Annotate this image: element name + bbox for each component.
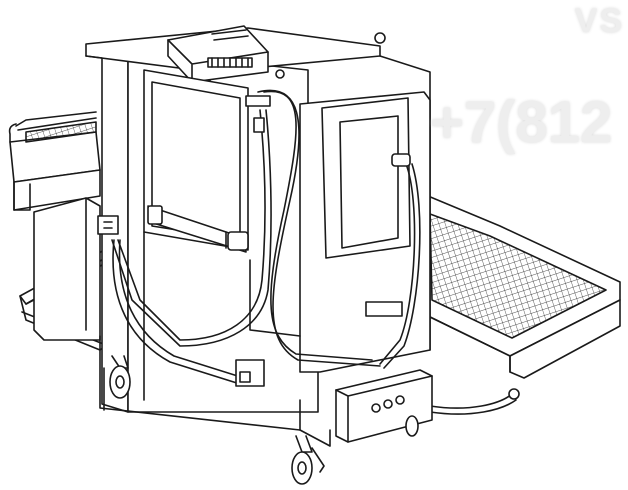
watermark-text-top: VS: [574, 2, 624, 40]
caster-wheels: [109, 355, 419, 485]
right-conveyor-table: [427, 195, 621, 379]
front-door: [143, 69, 403, 401]
control-panel: [167, 25, 386, 83]
watermark-phone-text: +7(812: [430, 90, 613, 155]
left-conveyor-table: [8, 111, 101, 211]
hose-lines: [111, 89, 517, 415]
hose-fittings: [97, 95, 520, 400]
base-frame: [19, 197, 113, 351]
